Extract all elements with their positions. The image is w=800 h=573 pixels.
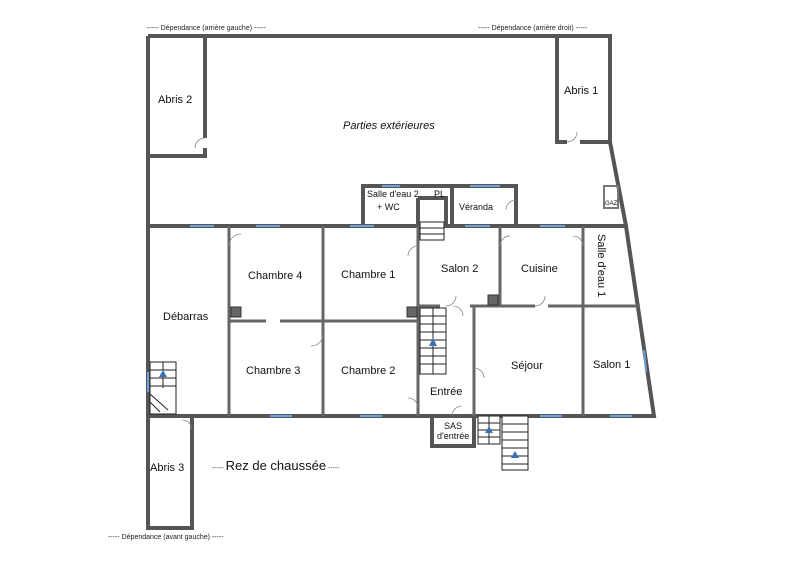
room-salon2: Salon 2 xyxy=(441,263,478,275)
dash-left: ----- xyxy=(212,465,226,472)
dependance-front-left-label: ----- Dépendance (avant gauche) ----- xyxy=(108,534,224,541)
room-abris1: Abris 1 xyxy=(564,85,598,97)
stairs-sas xyxy=(477,415,501,445)
room-salon1: Salon 1 xyxy=(593,359,630,371)
room-salle-eau1: Salle d'eau 1 xyxy=(595,234,607,297)
room-abris3: Abris 3 xyxy=(150,462,184,474)
exterior-outline xyxy=(146,34,628,227)
dependance-rear-left-label: ----- Dépendance (arrière gauche) ----- xyxy=(147,25,266,32)
stairs-annex xyxy=(419,221,445,241)
dependance-rear-left-text: Dépendance (arrière gauche) xyxy=(161,25,252,32)
stairs-debarras xyxy=(149,361,177,415)
level-title: ----- Rez de chaussée ----- xyxy=(212,458,340,473)
dash-left: ----- xyxy=(478,25,492,32)
windows xyxy=(147,185,647,417)
column xyxy=(487,294,499,306)
dash-left: ----- xyxy=(108,534,122,541)
room-sejour: Séjour xyxy=(511,360,543,372)
room-entree: Entrée xyxy=(430,386,462,398)
room-chambre4: Chambre 4 xyxy=(248,270,302,282)
room-debarras: Débarras xyxy=(163,311,209,323)
label-gaz: GAZ xyxy=(605,201,618,207)
abris3-walls xyxy=(146,416,194,530)
dependance-front-left-text: Dépendance (avant gauche) xyxy=(122,534,210,541)
dash-left: ----- xyxy=(147,25,161,32)
dependance-rear-right-text: Dépendance (arrière droit) xyxy=(492,25,574,32)
room-exterior: Parties extérieures xyxy=(343,120,435,132)
label-pl: PL xyxy=(434,189,445,199)
stairs-front xyxy=(501,415,529,471)
gaz-box xyxy=(603,185,619,209)
dash-right: ----- xyxy=(574,25,588,32)
annex-walls xyxy=(361,184,518,226)
column xyxy=(230,306,242,318)
room-sas-entree: d'entrée xyxy=(437,431,469,441)
dash-right: ----- xyxy=(210,534,224,541)
dash-right: ----- xyxy=(326,465,340,472)
room-chambre2: Chambre 2 xyxy=(341,365,395,377)
dependance-rear-right-label: ----- Dépendance (arrière droit) ----- xyxy=(478,25,588,32)
stairs-center xyxy=(419,307,447,375)
room-salle-eau2: Salle d'eau 2 xyxy=(367,189,419,199)
dash-right: ----- xyxy=(252,25,266,32)
abris1-walls xyxy=(555,36,610,144)
room-chambre1: Chambre 1 xyxy=(341,269,395,281)
column xyxy=(406,306,418,318)
sas-walls xyxy=(430,416,476,448)
room-cuisine: Cuisine xyxy=(521,263,558,275)
room-salle-eau2-wc: + WC xyxy=(377,202,400,212)
abris2-walls xyxy=(148,34,207,158)
interior-walls xyxy=(227,226,640,416)
room-chambre3: Chambre 3 xyxy=(246,365,300,377)
room-abris2: Abris 2 xyxy=(158,94,192,106)
doors xyxy=(181,131,584,431)
level-title-text: Rez de chaussée xyxy=(226,458,326,473)
room-veranda: Véranda xyxy=(459,202,493,212)
room-sas: SAS xyxy=(444,421,462,431)
